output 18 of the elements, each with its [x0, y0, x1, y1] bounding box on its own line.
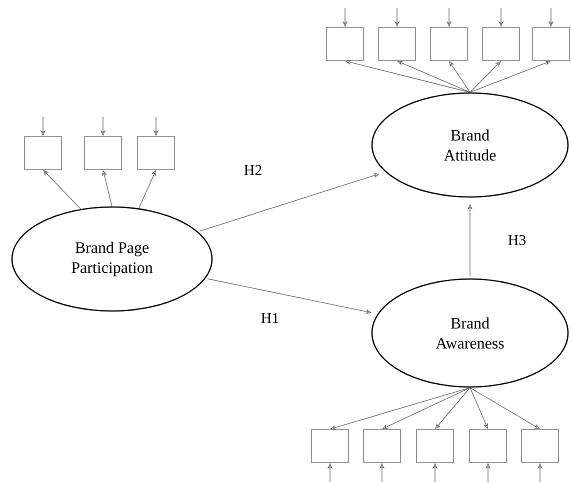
- indicator-box: [430, 27, 468, 61]
- indicator-box: [24, 136, 62, 170]
- indicator-box: [326, 27, 364, 61]
- indicator-box: [137, 136, 175, 170]
- edge-label: H2: [242, 164, 264, 176]
- indicator-box: [363, 429, 401, 463]
- edge-label: H1: [260, 312, 280, 324]
- indicator-box: [521, 429, 559, 463]
- indicator-box: [482, 27, 520, 61]
- indicator-box: [469, 429, 507, 463]
- edge-label: H3: [506, 234, 528, 246]
- indicator-box: [311, 429, 349, 463]
- loading-arrow: [382, 387, 470, 430]
- indicator-box: [532, 27, 570, 61]
- indicator-box: [416, 429, 454, 463]
- indicator-box: [84, 136, 122, 170]
- indicator-box: [378, 27, 416, 61]
- loading-arrow: [397, 60, 470, 93]
